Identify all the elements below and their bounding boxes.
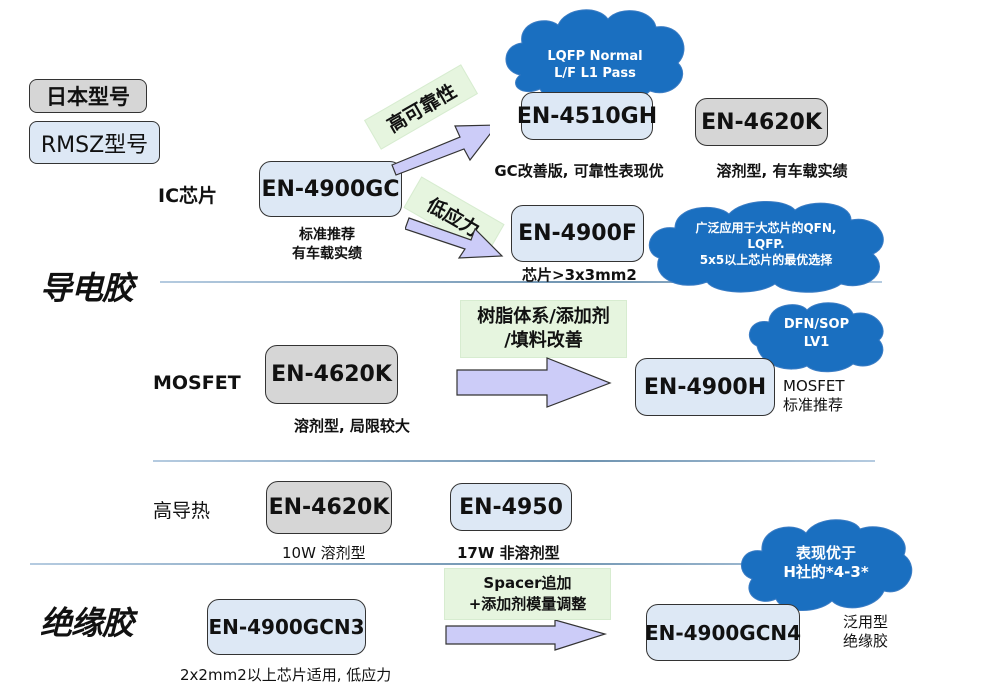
- divider-conductive: [160, 281, 882, 283]
- section-title-insulating: 绝缘胶: [40, 604, 134, 642]
- en-4620k-mosfet-note: 溶剂型, 局限较大: [294, 417, 410, 435]
- model-box-en-4900gcn4: EN-4900GCN4: [645, 604, 801, 661]
- en-4620k-ic-note: 溶剂型, 有车载实绩: [716, 162, 848, 180]
- arrow-label-resin-improvement: 树脂体系/添加剂 /填料改善: [460, 300, 627, 358]
- arrow-right-icon: [456, 357, 612, 408]
- cloud-icon: [748, 302, 884, 373]
- legend-japan-model: 日本型号: [29, 79, 147, 113]
- category-ic-chip: IC芯片: [158, 185, 218, 207]
- model-box-en-4510gh: EN-4510GH: [517, 92, 657, 140]
- en-4950-note: 17W 非溶剂型: [457, 544, 560, 562]
- category-high-thermal: 高导热: [153, 500, 211, 522]
- model-box-en-4950: EN-4950: [450, 483, 572, 531]
- en-4620k-thermal-note: 10W 溶剂型: [282, 544, 366, 562]
- en-4900gcn4-note: 泛用型 绝缘胶: [843, 613, 889, 650]
- model-box-en-4620k-thermal: EN-4620K: [266, 481, 392, 534]
- category-mosfet: MOSFET: [153, 372, 241, 394]
- en-4900h-note: MOSFET 标准推荐: [783, 377, 845, 414]
- en-4900gcn3-note: 2x2mm2以上芯片适用, 低应力: [180, 666, 392, 684]
- model-box-en-4900f: EN-4900F: [511, 205, 644, 262]
- divider-mosfet: [153, 460, 875, 462]
- model-box-en-4900gcn3: EN-4900GCN3: [207, 599, 366, 655]
- arrow-label-spacer: Spacer追加 +添加剂模量调整: [444, 568, 611, 620]
- model-box-en-4900h: EN-4900H: [635, 358, 775, 416]
- cloud-qfn-note: 广泛应用于大芯片的QFN, LQFP. 5x5以上芯片的最优选择: [645, 198, 887, 293]
- model-box-en-4620k-mosfet: EN-4620K: [265, 345, 398, 404]
- model-box-en-4900gc: EN-4900GC: [259, 161, 402, 217]
- legend-rmsz-model: RMSZ型号: [29, 121, 160, 164]
- en-4510gh-note: GC改善版, 可靠性表现优: [494, 162, 664, 180]
- cloud-h-company-note: 表现优于 H社的*4-3*: [736, 517, 916, 630]
- cloud-icon: [648, 200, 884, 293]
- arrow-down-right-icon: [405, 217, 504, 259]
- cloud-lqfp-note: LQFP Normal L/F L1 Pass: [500, 5, 690, 102]
- cloud-dfn-note: DFN/SOP LV1: [745, 300, 888, 373]
- en-4900f-note: 芯片>3x3mm2: [522, 266, 637, 284]
- en-4900gc-note: 标准推荐 有车载实绩: [292, 227, 362, 262]
- arrow-up-right-icon: [391, 124, 490, 176]
- section-title-conductive: 导电胶: [40, 269, 134, 307]
- arrow-right-icon: [445, 620, 608, 651]
- model-box-en-4620k-ic: EN-4620K: [695, 98, 828, 146]
- divider-thermal: [30, 563, 880, 565]
